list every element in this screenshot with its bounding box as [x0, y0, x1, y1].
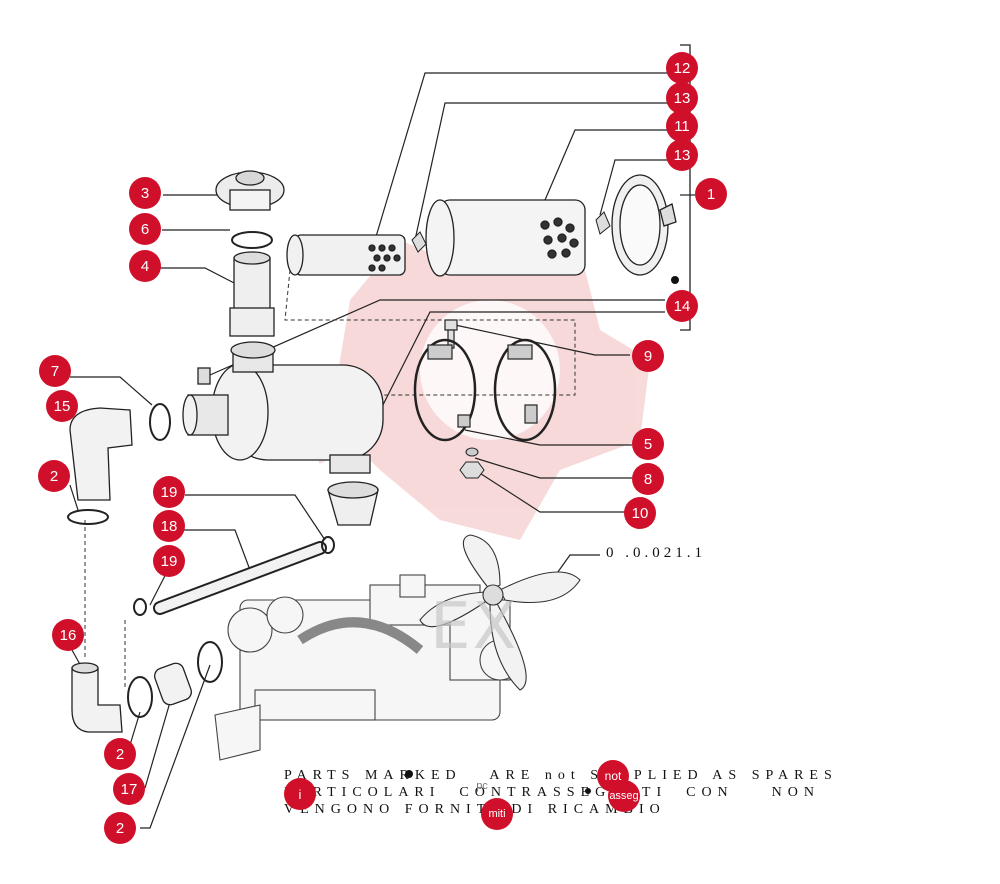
callout-2: 2 [104, 812, 136, 844]
note-english: PARTS MARKED ARE not SUPPLIED AS SPARES [284, 768, 838, 783]
callout-16: 16 [52, 619, 84, 651]
washer-8 [465, 447, 479, 457]
clamp-7 [149, 403, 171, 441]
clamp-2c [197, 641, 223, 683]
clamp-19b [133, 598, 147, 616]
air-filter-housing [182, 341, 384, 474]
cooling-fan [419, 534, 581, 691]
callout-11: 11 [666, 110, 698, 142]
callout-18: 18 [153, 510, 185, 542]
filter-cartridge-12 [286, 234, 406, 276]
callout-10: 10 [624, 497, 656, 529]
housing-cover-1 [611, 174, 677, 276]
watermark-text: EX [430, 590, 519, 664]
overlay-badge-asseg: asseg [608, 780, 640, 812]
callout-13: 13 [666, 82, 698, 114]
clamp-19a [321, 536, 335, 554]
callout-8: 8 [632, 463, 664, 495]
callout-2: 2 [38, 460, 70, 492]
dashed-guides [84, 269, 576, 690]
hose-4 [229, 251, 275, 337]
callout-14: 14 [666, 290, 698, 322]
wing-nut-13a [411, 231, 427, 253]
group-bracket [680, 44, 691, 331]
overlay-badge-miti: miti [481, 798, 513, 830]
overlay-badge-i: i [284, 778, 316, 810]
note-italian-2: VENGONO FORNITI DI RICAMBIO [284, 802, 666, 817]
sleeve-17 [154, 662, 192, 706]
callout-19: 19 [153, 476, 185, 508]
nut-10 [459, 461, 485, 479]
marker-dot-note-2 [585, 788, 591, 794]
drawing-reference-code: 0 .0.021.1 [606, 545, 706, 561]
elbow-pipe-16 [71, 662, 123, 733]
callout-9: 9 [632, 340, 664, 372]
clamp-6 [231, 231, 273, 249]
mounting-band-5 [413, 338, 557, 442]
overlay-badge-pc: pc [476, 779, 488, 792]
callout-15: 15 [46, 390, 78, 422]
callout-2: 2 [104, 738, 136, 770]
filter-cartridge-11 [425, 199, 586, 277]
clamp-2a [67, 509, 109, 525]
breather-cap [215, 170, 285, 211]
callout-1: 1 [695, 178, 727, 210]
callout-4: 4 [129, 250, 161, 282]
callout-6: 6 [129, 213, 161, 245]
note-italian-1: PARTICOLARI CONTRASSEGNATI CON NON [284, 785, 820, 800]
marker-dot [671, 276, 679, 284]
callout-12: 12 [666, 52, 698, 84]
elbow-hose-15 [69, 407, 133, 501]
callout-17: 17 [113, 773, 145, 805]
callout-7: 7 [39, 355, 71, 387]
outlet-hose-14 [327, 481, 379, 526]
marker-dot-note [405, 770, 413, 778]
callout-5: 5 [632, 428, 664, 460]
callout-19: 19 [153, 545, 185, 577]
callout-3: 3 [129, 177, 161, 209]
clamp-2b [127, 676, 153, 718]
callout-13: 13 [666, 139, 698, 171]
wing-nut-13b [595, 211, 611, 235]
